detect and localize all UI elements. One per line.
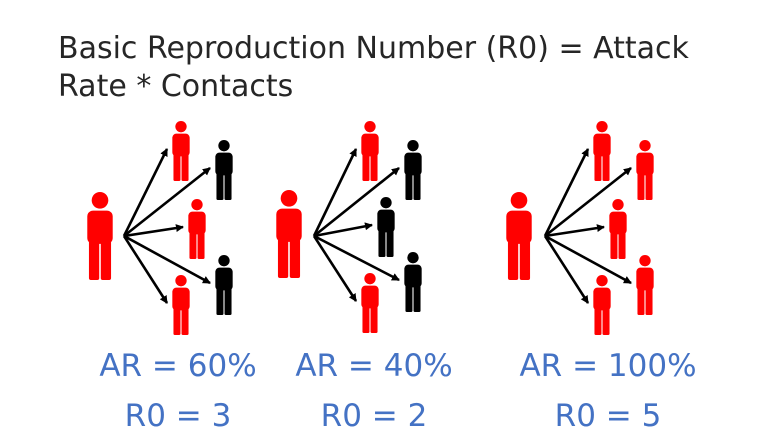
group-2-arrow-1: [312, 148, 358, 237]
group-3-r0-label: R0 = 5: [554, 398, 662, 434]
group-3-contact-1-infected-person-icon: [593, 121, 611, 181]
group-2-arrow-3: [313, 222, 373, 238]
group-2-contact-5-infected-person-icon: [361, 273, 379, 333]
group-2-arrow-2: [313, 166, 400, 238]
group-3-contact-2-infected-person-icon: [636, 140, 654, 200]
group-3-arrow-3: [544, 224, 605, 238]
group-3-contact-5-infected-person-icon: [593, 275, 611, 335]
group-2-contact-2-uninfected-person-icon: [404, 140, 422, 200]
group-1-r0-label: R0 = 3: [124, 398, 232, 434]
group-1-contact-4-uninfected-person-icon: [215, 254, 233, 315]
group-1-arrow-5: [122, 235, 169, 304]
group-1-contact-5-infected-person-icon: [172, 275, 190, 335]
group-1-contact-1-infected-person-icon: [172, 121, 190, 181]
group-1-source-person-icon: [87, 192, 113, 280]
group-2-contact-3-uninfected-person-icon: [377, 197, 395, 257]
group-3-arrow-2: [544, 166, 632, 238]
title-line-2: Rate * Contacts: [58, 69, 294, 104]
group-1-arrow-4: [123, 234, 211, 285]
group-1-arrow-2: [123, 166, 211, 238]
group-2-arrow-5: [312, 235, 358, 302]
group-1-ar-label: AR = 60%: [99, 348, 257, 384]
title-line-1: Basic Reproduction Number (R0) = Attack: [58, 31, 689, 66]
group-2-contact-1-infected-person-icon: [361, 121, 379, 181]
group-2-contact-4-uninfected-person-icon: [404, 251, 422, 312]
group-2-source-person-icon: [276, 190, 302, 278]
group-1-arrow-1: [122, 148, 169, 237]
group-2-arrow-4: [313, 234, 400, 282]
group-1-contact-3-infected-person-icon: [188, 199, 206, 259]
page-title: Basic Reproduction Number (R0) = Attack …: [58, 30, 758, 106]
group-3-contact-4-infected-person-icon: [636, 254, 654, 315]
group-3-contact-3-infected-person-icon: [609, 199, 627, 259]
group-3-arrow-4: [544, 234, 632, 285]
group-3-source-person-icon: [506, 192, 532, 280]
group-1-contact-2-uninfected-person-icon: [215, 140, 233, 200]
group-2-r0-label: R0 = 2: [320, 398, 428, 434]
group-3-arrow-5: [543, 235, 590, 304]
group-2-ar-label: AR = 40%: [295, 348, 453, 384]
group-1-arrow-3: [123, 224, 184, 238]
group-3-ar-label: AR = 100%: [519, 348, 697, 384]
group-3-arrow-1: [543, 148, 590, 237]
